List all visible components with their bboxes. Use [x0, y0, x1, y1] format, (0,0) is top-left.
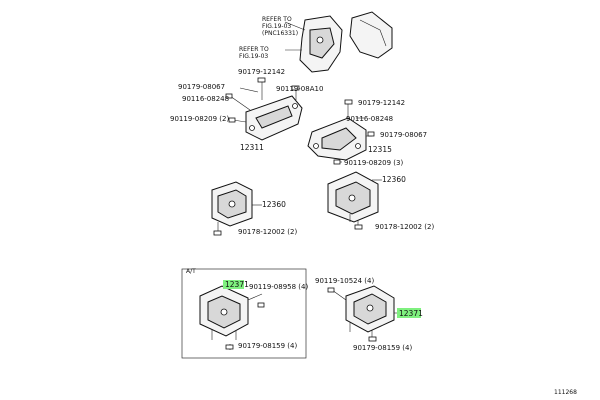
bracket-12311-illustration — [225, 77, 303, 141]
part-label-12371-a[interactable]: 12371 — [225, 280, 249, 289]
part-label-90119-08209-b[interactable]: 90119-08209 (3) — [344, 159, 403, 167]
part-label-12371-b[interactable]: 12371 — [399, 309, 423, 318]
part-label-90179-08159-b[interactable]: 90179-08159 (4) — [353, 344, 412, 352]
ref-label-1-line2: FIG.19-03 — [262, 23, 291, 30]
highlight-12371-b — [397, 308, 421, 318]
part-label-12311[interactable]: 12311 — [240, 143, 264, 152]
part-label-90119-08209-a[interactable]: 90119-08209 (2) — [170, 115, 229, 123]
part-label-90179-12142-b[interactable]: 90179-12142 — [358, 99, 405, 107]
part-label-90178-12002-b[interactable]: 90178-12002 (2) — [375, 223, 434, 231]
part-label-90119-08958[interactable]: 90119-08958 (4) — [249, 283, 308, 291]
part-label-90179-08067-b[interactable]: 90179-08067 — [380, 131, 427, 139]
part-label-90179-08159-a[interactable]: 90179-08159 (4) — [238, 342, 297, 350]
at-inset-box — [181, 268, 307, 359]
bracket-12315-illustration — [307, 99, 375, 165]
part-label-90179-08067-a[interactable]: 90179-08067 — [178, 83, 225, 91]
part-label-90178-12002-a[interactable]: 90178-12002 (2) — [238, 228, 297, 236]
part-label-90119-08a10[interactable]: 90119-08A10 — [276, 85, 323, 93]
engine-bracket-illustration — [284, 11, 393, 73]
highlight-12371-a — [223, 280, 244, 289]
figure-code: 111268 — [554, 389, 577, 396]
part-label-12360-b[interactable]: 12360 — [382, 175, 406, 184]
ref-label-2-line1: REFER TO — [239, 46, 269, 53]
insulator-12360-left-illustration — [211, 181, 262, 236]
ref-label-2-line2: FIG.19-03 — [239, 53, 268, 60]
part-label-90119-10524[interactable]: 90119-10524 (4) — [315, 277, 374, 285]
part-label-90116-08248-b[interactable]: 90116-08248 — [346, 115, 393, 123]
part-label-90179-12142-a[interactable]: 90179-12142 — [238, 68, 285, 76]
part-label-90116-08248-a[interactable]: 90116-08248 — [182, 95, 229, 103]
ref-label-1-line1: REFER TO — [262, 16, 292, 23]
part-label-12360-a[interactable]: 12360 — [262, 200, 286, 209]
mount-12371-inset-illustration — [199, 285, 265, 350]
mount-12371-right-illustration — [327, 285, 400, 342]
inset-tag-at: A/T — [186, 268, 196, 275]
ref-label-1-line3: (PNC16331) — [262, 30, 298, 37]
part-label-12315[interactable]: 12315 — [368, 145, 392, 154]
insulator-12360-right-illustration — [327, 171, 382, 230]
